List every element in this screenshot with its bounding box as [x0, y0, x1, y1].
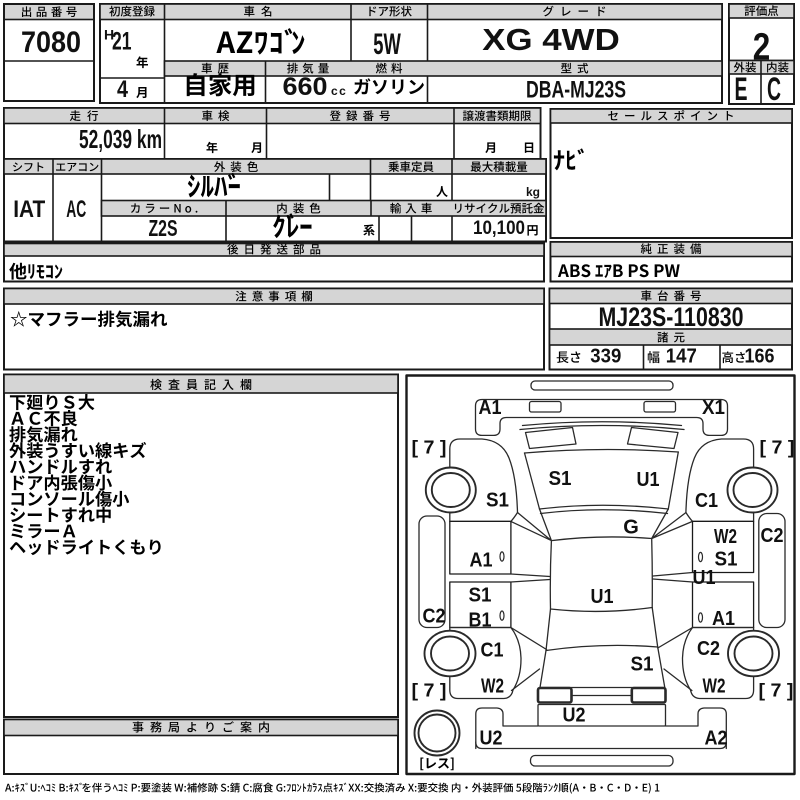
svg-text:4: 4: [117, 76, 129, 103]
svg-text:52,039 km: 52,039 km: [79, 124, 162, 154]
svg-text:147: 147: [666, 346, 697, 368]
svg-text:A2: A2: [705, 728, 728, 750]
svg-text:XG 4WD: XG 4WD: [482, 22, 620, 57]
svg-text:S1: S1: [631, 654, 654, 676]
svg-text:X1: X1: [702, 397, 725, 419]
svg-text:Z2S: Z2S: [149, 215, 178, 241]
svg-text:W2: W2: [481, 676, 504, 698]
svg-text:339: 339: [590, 346, 621, 368]
svg-text:C2: C2: [697, 638, 720, 660]
svg-text:W2: W2: [703, 676, 726, 698]
svg-text:U1: U1: [637, 469, 660, 491]
svg-text:10,100: 10,100: [473, 218, 525, 239]
svg-text:kg: kg: [526, 185, 540, 199]
svg-text:U2: U2: [480, 728, 503, 750]
svg-text:C2: C2: [761, 525, 784, 547]
svg-text:MJ23S-110830: MJ23S-110830: [599, 302, 744, 332]
svg-text:S1: S1: [549, 468, 572, 490]
svg-text:[ 7 ]: [ 7 ]: [412, 438, 447, 458]
svg-text:[ 7 ]: [ 7 ]: [759, 681, 794, 701]
svg-text:H: H: [104, 27, 114, 43]
svg-text:U1: U1: [693, 567, 716, 589]
svg-text:IAT: IAT: [13, 196, 45, 223]
svg-text:U1: U1: [591, 586, 614, 608]
svg-text:21: 21: [112, 28, 132, 56]
svg-text:C: C: [767, 71, 781, 107]
svg-text:166: 166: [745, 346, 775, 368]
svg-text:S1: S1: [486, 490, 509, 512]
svg-text:B1: B1: [469, 610, 492, 632]
svg-text:S1: S1: [715, 549, 738, 571]
svg-text:A1: A1: [712, 608, 735, 630]
svg-text:G: G: [623, 517, 639, 539]
svg-text:[ 7 ]: [ 7 ]: [760, 438, 795, 458]
svg-text:C2: C2: [423, 606, 446, 628]
svg-text:660: 660: [283, 73, 328, 101]
svg-text:C1: C1: [481, 640, 504, 662]
svg-text:2: 2: [753, 27, 771, 69]
svg-text:U2: U2: [563, 705, 586, 727]
svg-text:W2: W2: [714, 526, 737, 548]
svg-text:7080: 7080: [21, 26, 81, 59]
svg-text:E: E: [735, 71, 748, 107]
svg-text:AC: AC: [66, 196, 86, 223]
svg-text:A1: A1: [479, 397, 502, 419]
svg-text:cc: cc: [331, 84, 347, 98]
svg-text:[ 7 ]: [ 7 ]: [412, 681, 447, 701]
svg-text:C1: C1: [695, 490, 718, 512]
svg-text:5W: 5W: [373, 28, 401, 61]
svg-text:DBA-MJ23S: DBA-MJ23S: [526, 77, 626, 104]
svg-text:S1: S1: [469, 585, 492, 607]
svg-text:A1: A1: [470, 550, 493, 572]
